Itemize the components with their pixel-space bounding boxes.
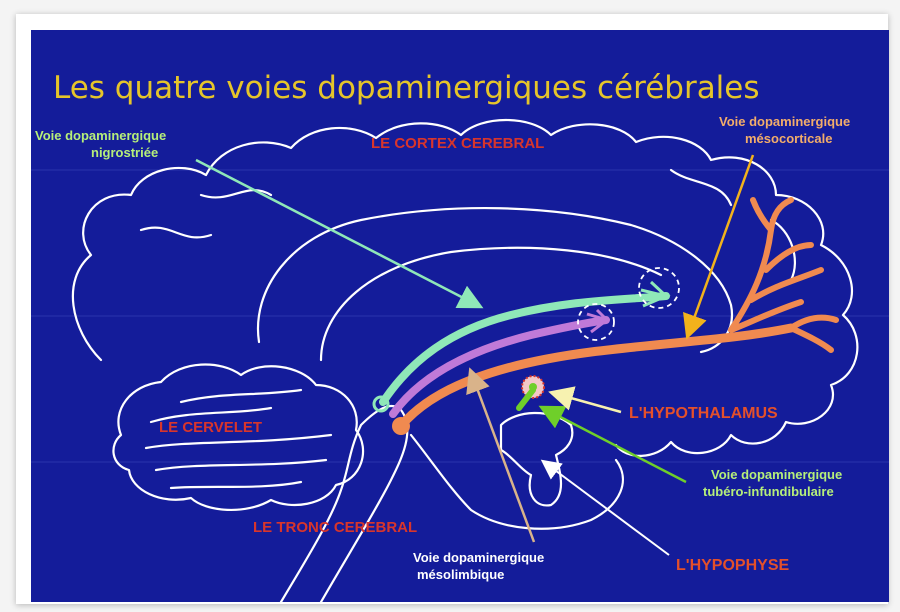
diagram-title: Les quatre voies dopaminergiques cérébra… [53, 70, 760, 106]
diagram-slide: Les quatre voies dopaminergiques cérébra… [31, 30, 889, 602]
cortex-label: LE CORTEX CEREBRAL [371, 135, 544, 152]
nigrostriee-label-line1: Voie dopaminergique [35, 128, 166, 143]
hypophyse-arrow [544, 462, 669, 555]
hypothalamus-arrow [553, 393, 621, 412]
pituitary-outline [501, 413, 572, 505]
tubero-label-line1: Voie dopaminergique [711, 467, 842, 482]
gyri-outline [141, 170, 795, 280]
hypothalamus-label: L'HYPOTHALAMUS [629, 405, 778, 422]
mesocorticale-label-line1: Voie dopaminergique [719, 114, 850, 129]
mesocorticale-origin [392, 417, 410, 435]
brain-diagram: Les quatre voies dopaminergiques cérébra… [31, 30, 889, 602]
mesocorticale-label-line2: mésocorticale [745, 131, 832, 146]
nigrostriee-label-line2: nigrostriée [91, 145, 158, 160]
mesolimbique-label-line2: mésolimbique [417, 567, 504, 582]
nigrostriee-arrow [196, 160, 479, 306]
cerebellum-outline [113, 365, 363, 510]
hypophyse-label: L'HYPOPHYSE [676, 557, 789, 574]
lower-brain-outline [411, 435, 623, 529]
cerebellum-folds [146, 390, 331, 488]
tronc-label: LE TRONC CEREBRAL [253, 519, 417, 536]
mesolimbique-label-line1: Voie dopaminergique [413, 550, 544, 565]
cervelet-label: LE CERVELET [159, 419, 262, 436]
tubero-label-line2: tubéro-infundibulaire [703, 484, 834, 499]
